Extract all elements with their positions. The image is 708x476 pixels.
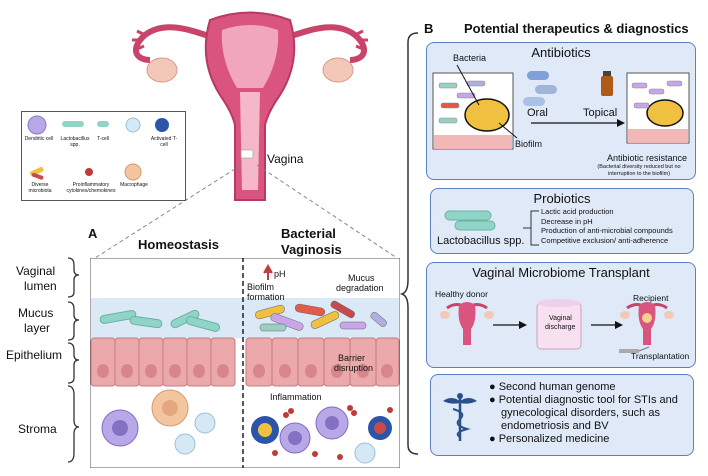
antibiotics-title: Antibiotics xyxy=(531,45,591,60)
probiotic-effect: Lactic acid production xyxy=(541,207,614,216)
biofilm-label: Biofilm xyxy=(515,139,543,149)
legend-diverse-microbiota: Diverse microbiota xyxy=(28,182,52,194)
inflammation-label: Inflammation xyxy=(270,392,322,402)
probiotic-effects-list: Lactic acid production Decrease in pH Pr… xyxy=(541,207,673,245)
legend-tcell: T-cell xyxy=(97,136,109,142)
ph-label: pH xyxy=(274,269,286,279)
probiotics-box: Probiotics Lactobacillus spp. Lactic aci… xyxy=(430,188,694,254)
vagina-label: Vagina xyxy=(267,152,304,166)
uterus-illustration xyxy=(132,11,368,201)
panel-a-letter: A xyxy=(88,226,98,241)
transplantation-label: Transplantation xyxy=(631,351,690,361)
probiotic-effect: Decrease in pH xyxy=(541,216,593,226)
healthy-donor-label: Healthy donor xyxy=(435,289,488,299)
legend-lactobacillus: Lactobacillus spp. xyxy=(60,136,90,148)
mucus-degradation-line1: Mucus xyxy=(348,273,375,283)
layer-braces xyxy=(67,257,80,463)
panel-b-brace xyxy=(400,32,419,455)
bv-heading-line2: Vaginosis xyxy=(281,242,342,257)
legend-activated-tcell: Activated T-cell xyxy=(150,136,178,148)
oral-label: Oral xyxy=(527,107,548,119)
zoom-guide-lines xyxy=(94,164,398,259)
layer-label-mucus2: layer xyxy=(24,321,51,335)
transplant-box: Vaginal Microbiome Transplant Healthy do… xyxy=(426,262,696,368)
antibiotics-box: Antibiotics Bacteria Oral Topical Biofil… xyxy=(426,42,696,180)
diagnostics-list: ● Second human genome ● Potential diagno… xyxy=(489,381,678,446)
legend-macrophage: Macrophage xyxy=(120,182,148,188)
diagnostics-box: ● Second human genome ● Potential diagno… xyxy=(430,374,694,456)
caduceus-icon xyxy=(443,393,477,441)
bv-heading-line1: Bacterial xyxy=(281,226,336,241)
recipient-label: Recipient xyxy=(633,293,669,303)
legend-icons xyxy=(27,115,169,181)
layer-label-lumen2: lumen xyxy=(24,279,57,293)
panel-b-letter: B xyxy=(424,21,434,36)
diag-bullet-2-cont: gynecological disorders, such as xyxy=(501,407,660,419)
legend-dendritic: Dendritic cell xyxy=(24,136,54,142)
panel-b-title: Potential therapeutics & diagnostics xyxy=(464,21,689,36)
layer-label-mucus1: Mucus xyxy=(18,306,54,320)
probiotics-diagram xyxy=(444,210,539,246)
layer-label-epithelium: Epithelium xyxy=(6,348,63,362)
transplant-diagram xyxy=(440,299,674,353)
transplant-title: Vaginal Microbiome Transplant xyxy=(472,265,650,280)
layer-label-lumen1: Vaginal xyxy=(16,264,56,278)
homeostasis-heading: Homeostasis xyxy=(138,237,219,252)
probiotic-effect: Competitive exclusion/ anti-adherence xyxy=(541,235,669,245)
resistance-note: (Bacterial diversity reduced but no inte… xyxy=(597,164,681,177)
barrier-disruption-line2: disruption xyxy=(334,363,374,373)
diag-bullet-3: ● Personalized medicine xyxy=(489,433,610,445)
diag-bullet-2: ● Potential diagnostic tool for STIs and xyxy=(489,394,678,406)
topical-label: Topical xyxy=(583,107,618,119)
cell-legend: Dendritic cell Lactobacillus spp. T-cell… xyxy=(21,111,186,201)
mucus-degradation-line2: degradation xyxy=(336,283,384,293)
legend-cytokines: Proinflammatory cytokines/chemokines xyxy=(66,182,116,194)
vaginal-discharge-line1: Vaginal xyxy=(549,315,572,322)
diag-bullet-2-cont2: endometriosis and BV xyxy=(501,420,609,432)
antibiotics-diagram xyxy=(432,64,690,150)
probiotic-effect: Production of anti-microbial compounds xyxy=(541,226,673,235)
diag-bullet-1: ● Second human genome xyxy=(489,381,616,393)
layer-label-stroma: Stroma xyxy=(18,422,57,436)
vaginal-discharge-line2: discharge xyxy=(545,324,576,331)
bacteria-label: Bacteria xyxy=(453,53,487,63)
biofilm-formation-line2: formation xyxy=(247,292,285,302)
biofilm-formation-line1: Biofilm xyxy=(247,282,275,292)
antibiotic-resistance-label: Antibiotic resistance xyxy=(607,153,688,163)
lactobacillus-label: Lactobacillus spp. xyxy=(437,235,525,247)
barrier-disruption-line1: Barrier xyxy=(338,353,366,363)
tissue-scene xyxy=(90,258,400,468)
probiotics-title: Probiotics xyxy=(533,191,591,206)
